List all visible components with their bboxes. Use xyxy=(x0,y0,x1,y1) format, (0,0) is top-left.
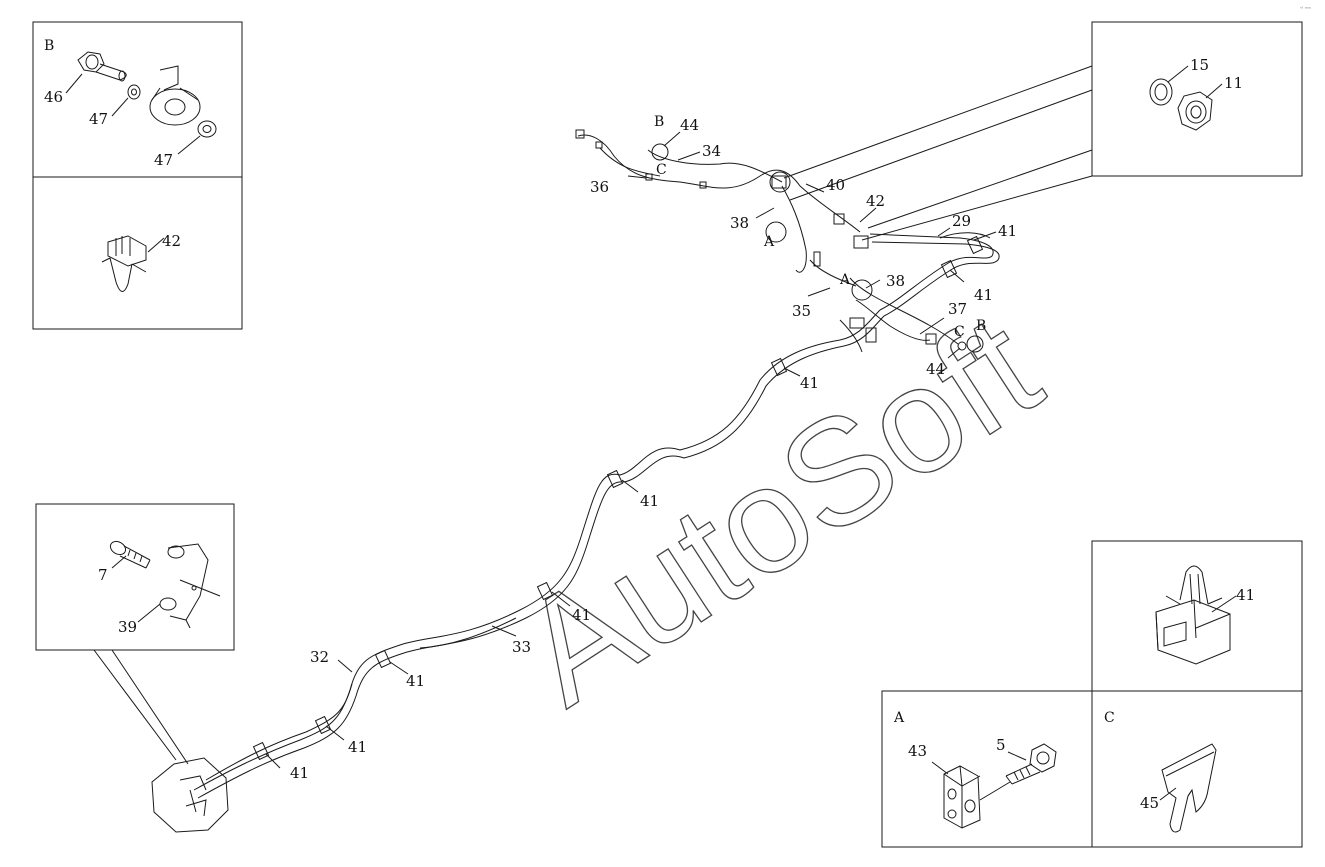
inset-clip-42-panel xyxy=(32,176,243,330)
washer-15-illustration xyxy=(1149,78,1173,106)
callout-47a: 47 xyxy=(89,110,108,128)
callout-right-c: C xyxy=(954,324,965,340)
nut-11-illustration xyxy=(1177,91,1213,131)
clip-42-main xyxy=(833,213,845,225)
callout-32: 32 xyxy=(310,648,329,666)
callout-41-top: 41 xyxy=(998,222,1017,240)
block-43-illustration xyxy=(943,765,981,829)
callout-44-right: 44 xyxy=(926,360,945,378)
callout-47b: 47 xyxy=(154,151,173,169)
callout-11: 11 xyxy=(1224,74,1243,92)
clip-41-d xyxy=(536,581,554,601)
inset-c-panel xyxy=(1091,690,1303,848)
banjo-b-right xyxy=(966,335,984,353)
callout-35: 35 xyxy=(792,302,811,320)
detail-circle-top xyxy=(769,171,791,193)
inset-a-letter: A xyxy=(893,710,905,726)
bolt-5-illustration xyxy=(979,743,1057,801)
corner-mark: ᵉᶠ ᵐᵐ xyxy=(1300,6,1311,12)
callout-42-main: 42 xyxy=(866,192,885,210)
brake-line-assembly xyxy=(151,129,1000,833)
banjo-b-top xyxy=(651,143,669,161)
callout-41-c: 41 xyxy=(406,672,425,690)
callout-36: 36 xyxy=(590,178,609,196)
junction-block-top xyxy=(771,175,787,189)
inset-bracket-panel xyxy=(35,503,235,765)
callout-44-top: 44 xyxy=(680,116,699,134)
clip-45-illustration xyxy=(1161,743,1217,833)
inset-clip-42-frame xyxy=(32,176,243,330)
clip-41-h xyxy=(966,235,984,255)
inset-a-frame xyxy=(881,690,1093,848)
inset-b-frame xyxy=(32,21,243,178)
bolt-46-illustration xyxy=(77,51,127,82)
detail-circle-a2 xyxy=(851,279,873,301)
callout-right-b: B xyxy=(976,318,986,334)
inset-b-panel xyxy=(32,21,243,178)
callout-39: 39 xyxy=(118,618,137,636)
washer-47b-illustration xyxy=(197,120,217,138)
callout-33: 33 xyxy=(512,638,531,656)
callout-40: 40 xyxy=(826,176,845,194)
callout-45: 45 xyxy=(1140,794,1159,812)
callout-38-mid: 38 xyxy=(886,272,905,290)
callout-34: 34 xyxy=(702,142,721,160)
inset-c-letter: C xyxy=(1104,710,1115,726)
callout-41-f: 41 xyxy=(800,374,819,392)
washer-47-illustration xyxy=(127,84,141,100)
clip-41-c xyxy=(374,649,392,669)
callout-top-a: A xyxy=(763,234,775,250)
callout-41-right: 41 xyxy=(974,286,993,304)
callout-top-c: C xyxy=(656,162,667,178)
clip-41-e xyxy=(606,469,624,489)
inset-b-letter: B xyxy=(44,38,54,54)
callout-42-inset: 42 xyxy=(162,232,181,250)
bracket-39-illustration xyxy=(159,543,221,629)
callout-41-d: 41 xyxy=(572,606,591,624)
inset-clip-41-panel xyxy=(1091,540,1303,692)
clip-42-illustration xyxy=(101,235,147,292)
inset-clip-41-frame xyxy=(1091,540,1303,692)
inset-bracket-frame xyxy=(35,503,235,651)
inset-nut-panel xyxy=(783,21,1303,241)
callout-top-b: B xyxy=(654,114,664,130)
inset-c-frame xyxy=(1091,690,1303,848)
inset-nut-frame xyxy=(1091,21,1303,177)
callout-5: 5 xyxy=(996,736,1006,754)
callout-7: 7 xyxy=(98,566,108,584)
inset-a-panel xyxy=(881,690,1093,848)
callout-41-a: 41 xyxy=(290,764,309,782)
bolt-7-illustration xyxy=(109,540,151,569)
fitting-36 xyxy=(575,129,585,139)
banjo-fitting-illustration xyxy=(149,65,201,126)
callout-29: 29 xyxy=(952,212,971,230)
clip-41-b xyxy=(314,715,332,735)
callout-38-top: 38 xyxy=(730,214,749,232)
callout-15: 15 xyxy=(1190,56,1209,74)
clip-41-a xyxy=(252,741,270,761)
detail-octagon xyxy=(151,757,229,833)
callout-37: 37 xyxy=(948,300,967,318)
callout-46: 46 xyxy=(44,88,63,106)
junction-block xyxy=(853,235,869,249)
callout-41-b: 41 xyxy=(348,738,367,756)
clip-41-f xyxy=(770,357,788,377)
detail-circle-a xyxy=(765,221,787,243)
callout-mid-a: A xyxy=(839,272,851,288)
clip-41-g xyxy=(940,259,958,279)
callout-41-inset: 41 xyxy=(1236,586,1255,604)
callout-43: 43 xyxy=(908,742,927,760)
clip-41-illustration xyxy=(1155,565,1231,665)
callout-41-e: 41 xyxy=(640,492,659,510)
